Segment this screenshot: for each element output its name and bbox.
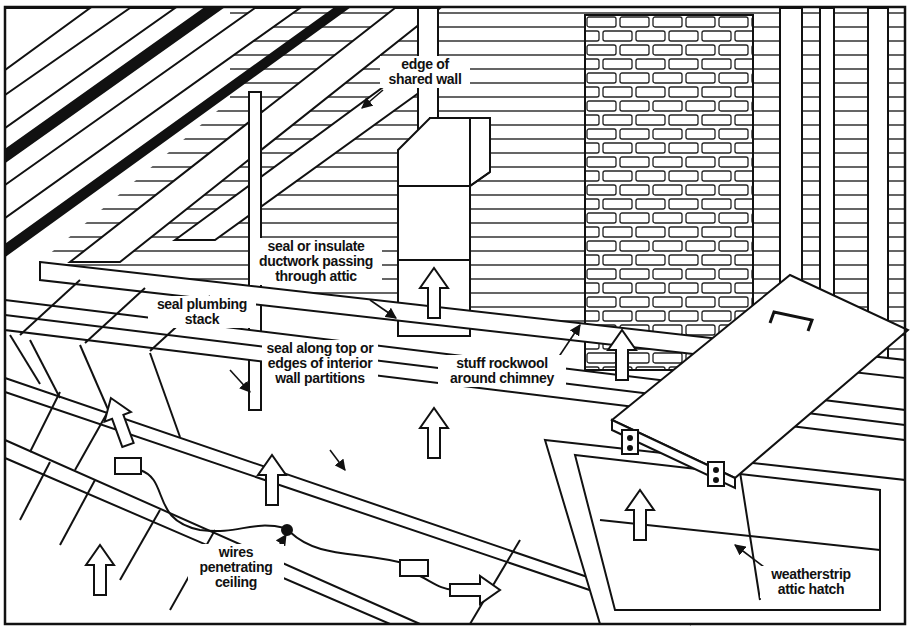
air-arrow [608, 330, 636, 380]
callout-label: seal or insulate ductwork passing throug… [250, 238, 382, 285]
floor-joists [10, 280, 520, 624]
callout-label: wires penetrating ceiling [188, 544, 284, 591]
roof-rafters [5, 8, 440, 262]
air-leak-arrows [86, 268, 654, 604]
callout-label: seal plumbing stack [148, 296, 256, 328]
attic-hatch-door [612, 275, 908, 488]
air-arrow [98, 393, 141, 450]
air-arrow [258, 455, 286, 505]
air-arrow [420, 408, 448, 458]
attic-hatch-frame [545, 440, 905, 624]
callout-label: seal along top or edges of interior wall… [262, 340, 378, 387]
callout-label: edge of shared wall [380, 56, 470, 88]
callout-label: weatherstrip attic hatch [760, 566, 862, 598]
air-arrow [420, 268, 448, 318]
air-arrow [626, 490, 654, 540]
air-arrow [450, 576, 500, 604]
leader-lines [230, 90, 768, 570]
ceiling-wires [115, 458, 455, 590]
frame-border [5, 7, 905, 624]
brick-chimney [585, 15, 753, 370]
air-arrow [86, 545, 114, 595]
callout-label: stuff rockwool around chimney [438, 355, 566, 387]
